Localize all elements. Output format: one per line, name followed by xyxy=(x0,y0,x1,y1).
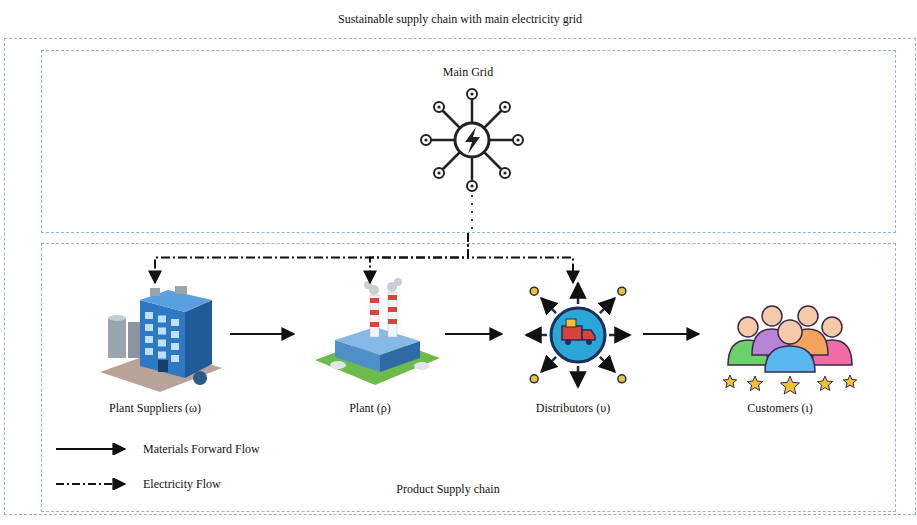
material-flow xyxy=(643,333,699,335)
node-label: Main Grid xyxy=(443,65,493,79)
node-label: Plant Suppliers (ω) xyxy=(109,401,201,415)
window xyxy=(158,316,166,323)
arrow-ray xyxy=(577,366,580,387)
end-dot xyxy=(530,375,538,383)
legend-item: Materials Forward Flow xyxy=(55,440,260,458)
plant-node: Plant (ρ) xyxy=(295,284,445,419)
customers-icon xyxy=(723,306,856,394)
distributor-icon xyxy=(526,283,630,387)
grid-region: Main Grid xyxy=(41,50,896,233)
supplier-node: Plant Suppliers (ω) xyxy=(80,284,230,419)
electricity-flow xyxy=(468,233,573,284)
distributor-node: Distributors (υ) xyxy=(503,284,643,419)
node-label: Product Supply chain xyxy=(396,482,499,496)
supply-chain-region: Product Supply chain Plant Suppliers (ω) P… xyxy=(41,243,896,512)
grid-icon xyxy=(421,89,523,191)
arrow-ray xyxy=(526,334,547,337)
window xyxy=(171,343,179,350)
arrow-ray xyxy=(600,357,615,372)
star xyxy=(781,376,800,394)
legend: Materials Forward FlowElectricity Flow xyxy=(55,440,260,510)
material-flow xyxy=(230,333,294,335)
star xyxy=(747,376,762,391)
arrow-ray xyxy=(577,283,580,304)
legend-sample xyxy=(55,478,133,490)
legend-label: Electricity Flow xyxy=(143,477,221,491)
node-label: Distributors (υ) xyxy=(536,401,610,415)
star xyxy=(817,376,832,391)
arrow-ray xyxy=(541,298,556,313)
supplier-building-icon xyxy=(100,286,222,392)
window xyxy=(171,355,179,362)
window xyxy=(145,348,153,355)
end-dot xyxy=(618,375,626,383)
window xyxy=(145,336,153,343)
window xyxy=(158,328,166,335)
plant-factory-icon xyxy=(315,278,440,385)
legend-sample xyxy=(55,443,133,455)
diagram-heading: Sustainable supply chain with main elect… xyxy=(5,12,915,26)
outer-region: Sustainable supply chain with main elect… xyxy=(4,38,916,515)
grid-feed-line xyxy=(471,195,473,233)
customer-node: Customers (ι) xyxy=(700,284,860,419)
window xyxy=(145,324,153,331)
window xyxy=(145,312,153,319)
arrow-ray xyxy=(609,334,630,337)
node-label: Customers (ι) xyxy=(747,401,813,415)
electricity-flow xyxy=(155,233,468,284)
legend-label: Materials Forward Flow xyxy=(143,442,260,456)
electricity-flow xyxy=(370,233,468,284)
window xyxy=(171,331,179,338)
arrow-ray xyxy=(541,357,556,372)
material-flow xyxy=(445,333,502,335)
end-dot xyxy=(530,287,538,295)
window xyxy=(171,319,179,326)
node-label: Plant (ρ) xyxy=(349,401,391,415)
star xyxy=(723,375,736,388)
window xyxy=(158,340,166,347)
window xyxy=(158,352,166,359)
star xyxy=(843,375,856,388)
arrow-ray xyxy=(600,298,615,313)
end-dot xyxy=(618,287,626,295)
legend-item: Electricity Flow xyxy=(55,475,260,493)
